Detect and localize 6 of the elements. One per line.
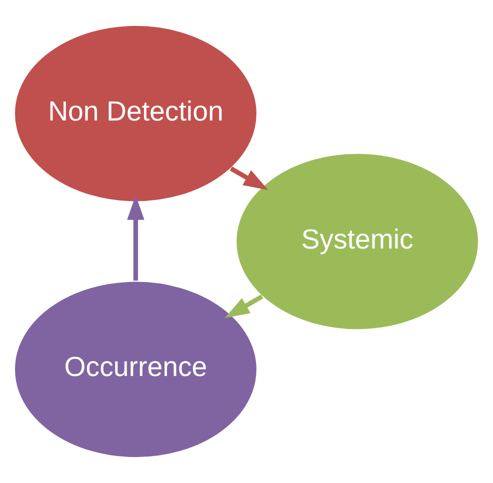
- node-ellipse: Non Detection: [13, 24, 258, 203]
- arrow: [127, 195, 144, 281]
- node-ellipse: Occurrence: [13, 280, 258, 459]
- node-ellipse: Systemic: [235, 152, 480, 331]
- arrow: [230, 166, 268, 190]
- arrow: [224, 294, 264, 318]
